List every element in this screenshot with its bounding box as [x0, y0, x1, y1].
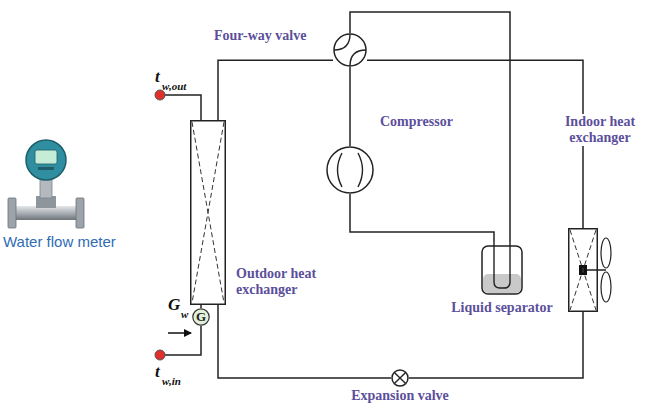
node-letter: G [192, 308, 210, 326]
refrigerant-pipe [218, 60, 333, 120]
component-label: Four-way valve [214, 28, 306, 44]
expansion-valve: Expansion valve [391, 369, 409, 387]
compressor-symbol: Compressor [326, 146, 374, 194]
subscript: w [181, 308, 188, 320]
expansion-outline [391, 369, 409, 387]
liquid-separator: Liquid separator [480, 242, 524, 296]
hx-outline [190, 120, 226, 305]
subscript: w,in [162, 375, 181, 387]
refrigerant-pipe [349, 67, 351, 146]
refrigerant-pipe [367, 60, 583, 228]
refrigerant-pipe [350, 194, 494, 242]
heat-exchanger: Outdoor heat exchanger [190, 120, 226, 305]
variable-symbol: t [155, 363, 160, 381]
flow-meter-picture [8, 140, 84, 228]
component-label: Liquid separator [432, 300, 572, 316]
component-label: Expansion valve [330, 388, 470, 404]
refrigerant-pipe [350, 12, 510, 242]
compressor-outline [326, 146, 374, 194]
valve-outline [333, 33, 367, 67]
variable-symbol: t [155, 68, 160, 86]
temperature-sensor [155, 350, 165, 360]
flow-arrow [168, 332, 191, 334]
heat-exchanger: Indoor heat exchanger [568, 228, 598, 312]
component-label: Outdoor heat exchanger [236, 266, 336, 298]
picture-caption: Water flow meter [3, 233, 116, 251]
refrigerant-pipe [218, 305, 391, 378]
refrigerant-pipe [409, 312, 583, 378]
component-label: Indoor heat exchanger [556, 114, 644, 146]
flow-meter-circle: G [192, 308, 210, 326]
component-label: Compressor [380, 114, 453, 130]
subscript: w,out [162, 80, 186, 92]
refrigerant-pipe [200, 305, 202, 308]
fan-symbol [579, 238, 611, 302]
hx-outline [568, 228, 598, 312]
four-way-valve: Four-way valve [333, 33, 367, 67]
separator-outline [480, 242, 524, 296]
variable-symbol: G [168, 296, 180, 314]
